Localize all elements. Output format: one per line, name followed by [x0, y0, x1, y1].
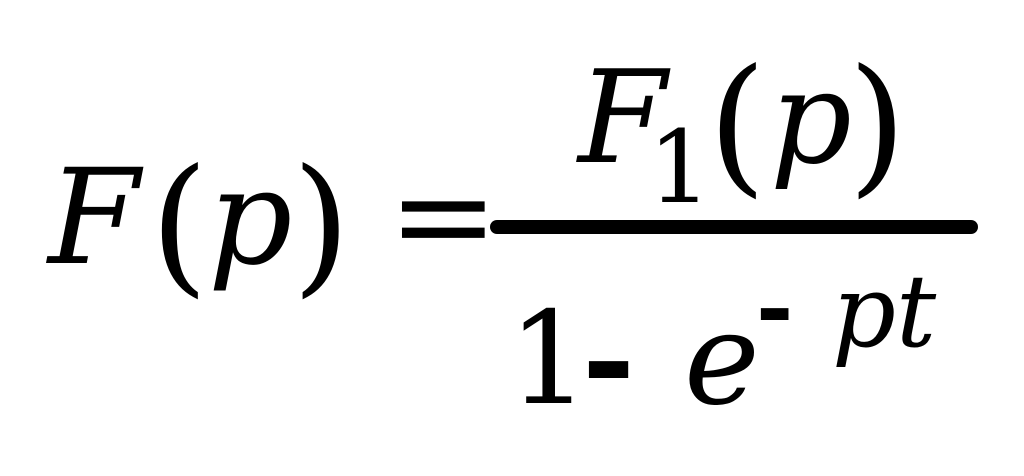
- numerator-function-name: F: [578, 44, 667, 193]
- lhs-close-paren: ): [292, 138, 351, 312]
- numerator-open-paren: (: [708, 38, 767, 212]
- denominator-minus: -: [582, 285, 636, 435]
- exponent-minus: -: [756, 254, 794, 360]
- denominator-base-e: e: [684, 285, 760, 434]
- exponent-variables: pt: [832, 253, 937, 370]
- lhs-variable: p: [208, 141, 293, 295]
- fraction-bar: [490, 220, 978, 234]
- lhs-function-name: F: [48, 141, 140, 295]
- numerator-subscript: 1: [648, 109, 712, 226]
- equals-sign: =: [388, 139, 499, 293]
- numerator-variable: p: [770, 44, 852, 193]
- numerator-close-paren: ): [848, 38, 907, 212]
- denominator-one: 1: [508, 285, 590, 434]
- lhs-open-paren: (: [150, 138, 209, 312]
